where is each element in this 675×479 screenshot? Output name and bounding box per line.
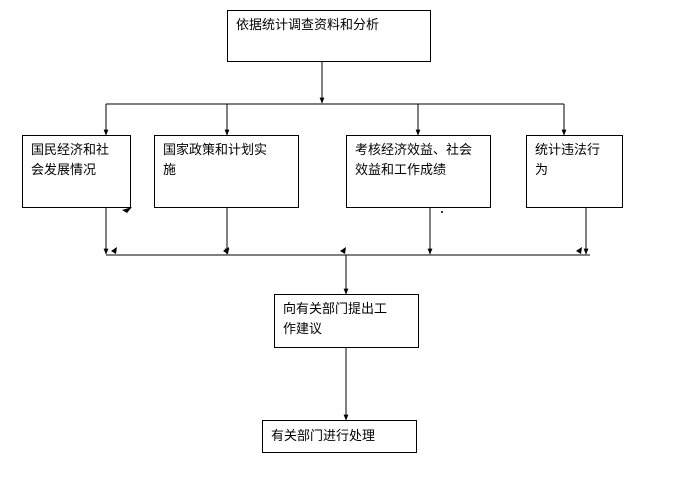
- box-department-handling: 有关部门进行处理: [262, 420, 417, 453]
- box-text-line: 统计违法行: [535, 143, 601, 158]
- box-text-line: 会发展情况: [31, 163, 97, 178]
- box-text-line: 国民经济和社: [31, 143, 110, 158]
- box-text-line: 有关部门进行处理: [271, 429, 376, 444]
- box-text-line: 作建议: [283, 322, 323, 337]
- stray-arrowhead-2: [111, 247, 117, 254]
- box-statistical-violations: 统计违法行 为: [526, 135, 623, 208]
- stray-arrowhead-4: [340, 247, 346, 254]
- box-policy-plan-implementation: 国家政策和计划实 施: [154, 135, 299, 208]
- box-text-line: 考核经济效益、社会: [355, 143, 473, 158]
- box-text-line: 依据统计调查资料和分析: [236, 18, 380, 33]
- stray-dot: [441, 211, 443, 213]
- box-text-line: 效益和工作成绩: [355, 163, 447, 178]
- stray-arrowhead-3: [223, 247, 229, 254]
- box-text-line: 施: [163, 163, 177, 178]
- box-text-line: 向有关部门提出工: [283, 302, 388, 317]
- stray-arrowhead-5: [576, 247, 582, 254]
- box-text-line: 国家政策和计划实: [163, 143, 268, 158]
- box-benefit-assessment: 考核经济效益、社会 效益和工作成绩: [346, 135, 491, 208]
- stray-arrowhead-1: [122, 207, 132, 213]
- box-economy-social-development: 国民经济和社 会发展情况: [22, 135, 131, 208]
- box-work-suggestions: 向有关部门提出工 作建议: [274, 294, 419, 348]
- box-text-line: 为: [535, 163, 549, 178]
- box-statistical-analysis: 依据统计调查资料和分析: [227, 10, 431, 62]
